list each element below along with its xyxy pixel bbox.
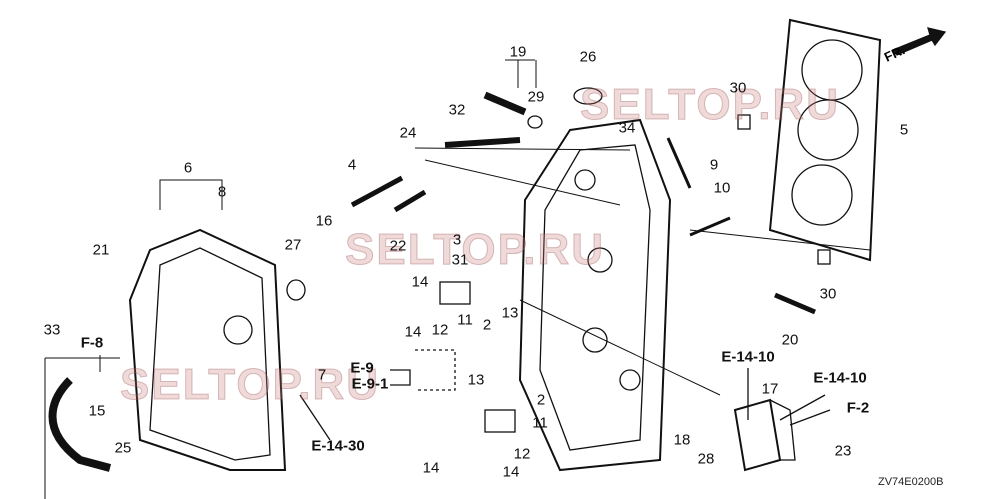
part-label: 32 — [448, 101, 466, 119]
cylinder-head — [518, 118, 672, 472]
part-label: 2 — [536, 391, 546, 409]
head-gasket — [768, 18, 882, 262]
part-label: 4 — [347, 156, 357, 174]
part-label: 13 — [467, 371, 485, 389]
valve — [689, 216, 731, 237]
reference-link[interactable]: E-14-10 — [721, 348, 775, 366]
reference-link[interactable]: E-9 — [350, 359, 374, 377]
part-label: 27 — [284, 236, 302, 254]
part-label: 25 — [114, 439, 132, 457]
fuel-pump — [733, 398, 796, 472]
o-ring — [527, 115, 543, 129]
oil-seal — [573, 87, 603, 105]
part-label: 11 — [457, 311, 473, 329]
diagram-code: ZV74E0200B — [878, 476, 944, 488]
part-label: 30 — [819, 285, 837, 303]
part-label: 19 — [509, 43, 527, 61]
part-label: 31 — [451, 251, 469, 269]
watermark: SELTOP.RU — [344, 225, 606, 275]
hose — [48, 377, 112, 472]
watermark: SELTOP.RU — [579, 80, 841, 130]
reference-link[interactable]: F-8 — [80, 334, 104, 352]
part-label: 28 — [697, 450, 715, 468]
bolt — [393, 189, 427, 213]
reference-arrows — [299, 349, 831, 441]
part-label: 14 — [422, 459, 440, 477]
part-label: 9 — [709, 156, 719, 174]
part-label: 17 — [761, 380, 779, 398]
part-label: 14 — [411, 273, 429, 291]
part-label: 15 — [88, 402, 106, 420]
part-label: 12 — [431, 321, 449, 339]
part-label: 8 — [217, 183, 227, 201]
o-ring — [286, 279, 306, 301]
part-label: 16 — [315, 212, 333, 230]
dowel-pin — [737, 114, 751, 130]
part-label: 20 — [781, 331, 799, 349]
watermark: SELTOP.RU — [119, 360, 381, 410]
part-label: 6 — [183, 159, 193, 177]
part-label: 7 — [317, 366, 327, 384]
valve-spring — [439, 281, 471, 305]
part-label: 14 — [404, 323, 422, 341]
part-label: 2 — [482, 316, 492, 334]
part-label: 11 — [532, 414, 548, 432]
part-label: 29 — [527, 88, 545, 106]
part-label: 34 — [618, 119, 636, 137]
part-label: 24 — [399, 124, 417, 142]
reference-link[interactable]: E-14-30 — [311, 437, 365, 455]
sensor — [483, 91, 527, 116]
part-label: 26 — [579, 48, 597, 66]
part-label: 13 — [501, 304, 519, 322]
part-label: 14 — [502, 463, 520, 481]
part-label: 3 — [452, 231, 462, 249]
part-label: 18 — [673, 431, 691, 449]
part-label: 33 — [43, 321, 61, 339]
leader-lines — [44, 59, 871, 499]
bolt — [350, 175, 404, 208]
reference-link[interactable]: E-9-1 — [351, 375, 389, 393]
spark-plug — [444, 137, 521, 148]
part-label: 10 — [713, 179, 731, 197]
part-label: 23 — [834, 442, 852, 460]
reference-link[interactable]: E-14-10 — [813, 369, 867, 387]
stud-bolt — [774, 292, 816, 315]
part-label: 5 — [899, 121, 909, 139]
part-label: 12 — [513, 445, 531, 463]
head-cover — [128, 228, 287, 471]
part-label: 30 — [729, 79, 747, 97]
part-label: 21 — [92, 241, 110, 259]
direction-arrow-icon — [891, 27, 947, 56]
valve — [666, 137, 692, 189]
dowel-pin — [817, 249, 831, 265]
part-label: 22 — [389, 237, 407, 255]
valve-spring — [484, 409, 516, 433]
reference-link[interactable]: F-2 — [846, 399, 870, 417]
